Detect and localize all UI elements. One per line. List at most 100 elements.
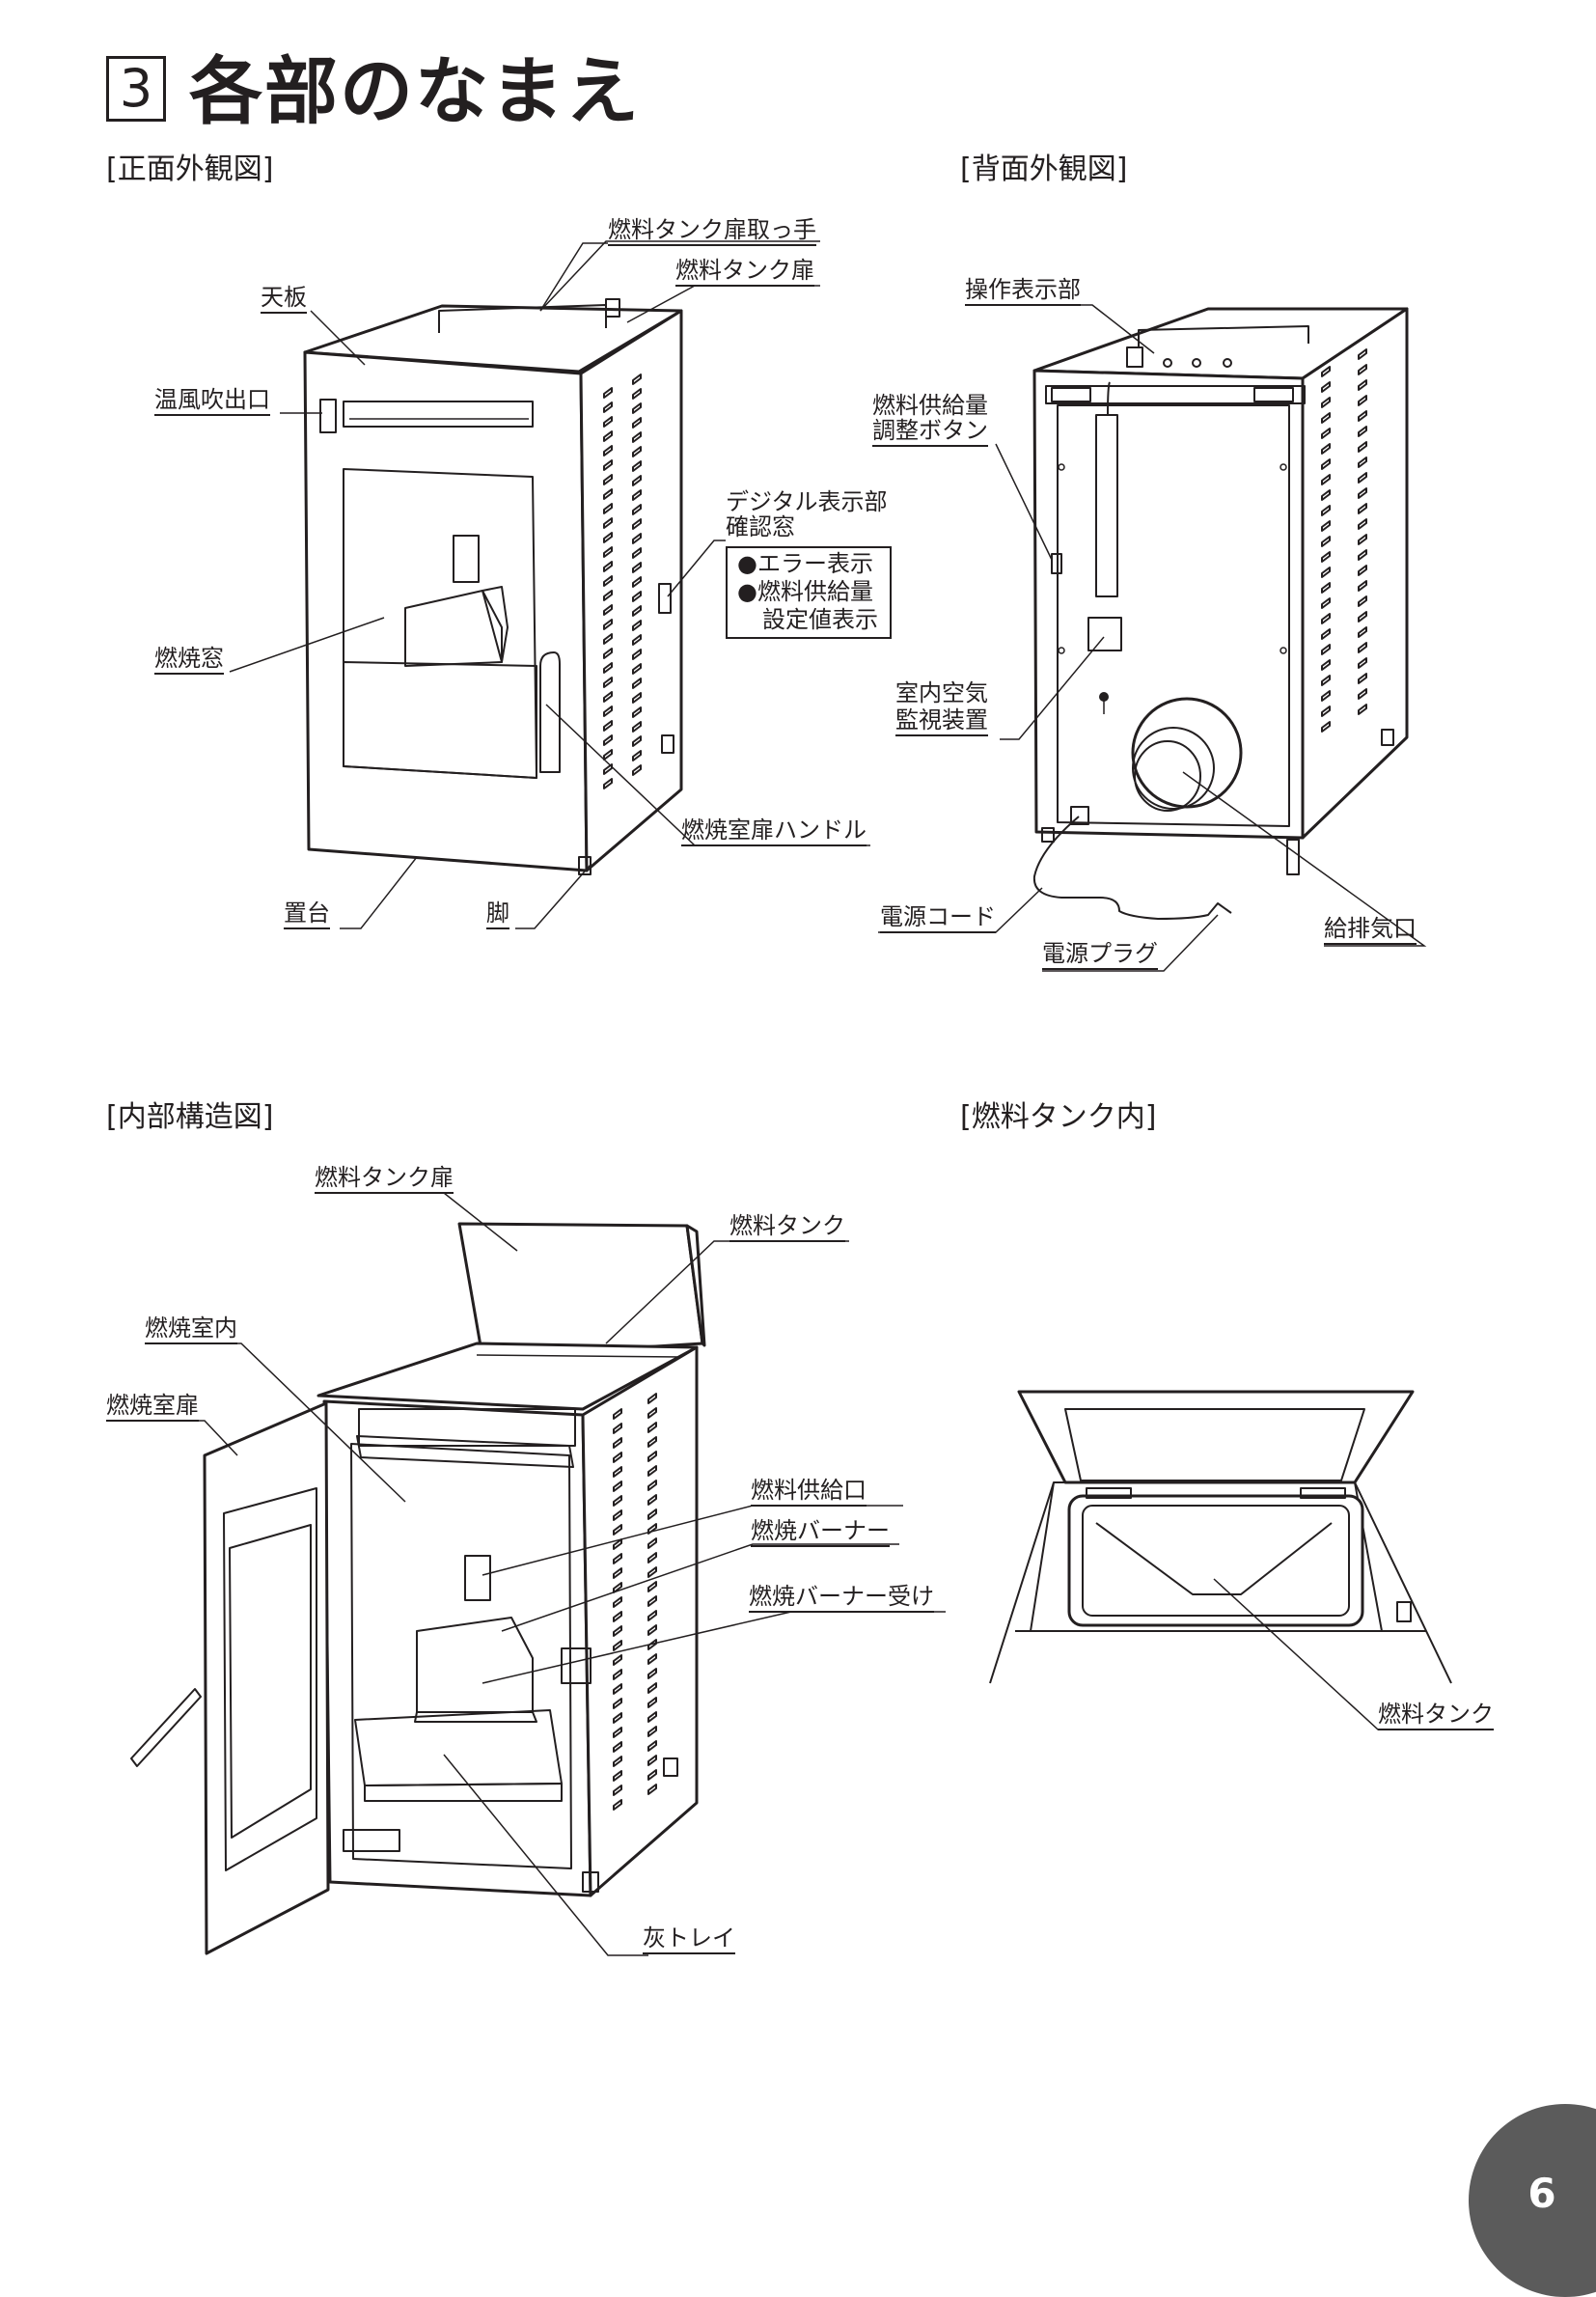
vent-slot xyxy=(647,1523,657,1535)
vent-slot xyxy=(647,1769,657,1781)
vent-slot xyxy=(632,547,642,559)
vent-slot xyxy=(647,1595,657,1607)
vent-slot xyxy=(647,1465,657,1477)
section-number-box: 3 xyxy=(106,56,166,122)
vent-slot xyxy=(603,546,613,558)
display-info-box: ●エラー表示 ●燃料供給量 設定値表示 xyxy=(726,546,892,639)
label-display-window: デジタル表示部 xyxy=(726,488,888,515)
vent-slot xyxy=(613,1770,622,1782)
vent-slot xyxy=(632,605,642,617)
vent-slot xyxy=(613,1683,622,1695)
interior-heater-illustration xyxy=(108,1192,946,1956)
vent-slot xyxy=(603,575,613,587)
vent-slot xyxy=(1358,534,1367,545)
vent-slot xyxy=(632,431,642,443)
vent-slot xyxy=(1321,644,1331,655)
vent-slot xyxy=(613,1495,622,1507)
vent-slot xyxy=(1358,441,1367,453)
vent-slot xyxy=(632,649,642,660)
vent-slot xyxy=(603,387,613,399)
vent-slot xyxy=(613,1567,622,1579)
vent-slot xyxy=(632,706,642,718)
vent-slot xyxy=(613,1437,622,1449)
vent-slot xyxy=(647,1494,657,1506)
vent-slot xyxy=(1321,443,1331,455)
vent-slot xyxy=(613,1799,622,1811)
vent-slot xyxy=(613,1481,622,1492)
vent-slot xyxy=(647,1624,657,1636)
label-power-plug: 電源プラグ xyxy=(1042,940,1158,970)
vent-slot xyxy=(1321,597,1331,609)
label-display-window-2: 確認窓 xyxy=(726,513,795,540)
vent-slot xyxy=(1358,457,1367,468)
vent-slot xyxy=(647,1422,657,1433)
label-interior-tank: 燃料タンク xyxy=(729,1212,845,1242)
vent-slot xyxy=(632,446,642,457)
vent-slot xyxy=(1321,628,1331,640)
vent-slot xyxy=(1321,536,1331,547)
vent-slot xyxy=(632,735,642,747)
vent-slot xyxy=(1358,472,1367,484)
vent-slot xyxy=(603,430,613,442)
label-control-panel: 操作表示部 xyxy=(965,276,1081,306)
vent-slot xyxy=(1358,580,1367,592)
vent-slot xyxy=(613,1611,622,1622)
back-view-title: [背面外観図] xyxy=(960,152,1128,186)
vent-slot xyxy=(1321,489,1331,501)
vent-slot xyxy=(1321,520,1331,532)
vent-slot xyxy=(1321,412,1331,424)
vent-slot xyxy=(1321,690,1331,702)
vent-slot xyxy=(603,445,613,457)
vent-slot xyxy=(613,1524,622,1536)
vent-slot xyxy=(1358,626,1367,638)
vent-slot xyxy=(613,1596,622,1608)
vent-slot xyxy=(647,1393,657,1404)
vent-slot xyxy=(632,562,642,573)
vent-slot xyxy=(1321,381,1331,393)
vent-slot xyxy=(1358,518,1367,530)
vent-slot xyxy=(632,504,642,515)
vent-slot xyxy=(1321,567,1331,578)
vent-slot xyxy=(1321,551,1331,563)
vent-slot xyxy=(1321,659,1331,671)
vent-slot xyxy=(1358,704,1367,715)
vent-slot xyxy=(613,1654,622,1666)
vent-slot xyxy=(1358,395,1367,406)
vent-slot xyxy=(1358,642,1367,653)
label-tank-door: 燃料タンク扉 xyxy=(675,257,814,287)
vent-slot xyxy=(603,619,613,630)
vent-slot xyxy=(603,677,613,688)
vent-slot xyxy=(647,1740,657,1752)
vent-slot xyxy=(632,620,642,631)
vent-slot xyxy=(1321,706,1331,717)
vent-slot xyxy=(603,633,613,645)
vent-slot xyxy=(603,503,613,514)
vent-slot xyxy=(632,576,642,588)
vent-slot xyxy=(613,1509,622,1521)
front-heater-illustration xyxy=(229,240,870,929)
vent-slot xyxy=(647,1755,657,1766)
vent-slot xyxy=(632,533,642,544)
vent-slot xyxy=(647,1639,657,1650)
vent-slot xyxy=(603,763,613,775)
vent-slot xyxy=(1358,348,1367,360)
vent-slot xyxy=(603,416,613,428)
vent-slot xyxy=(1358,379,1367,391)
vent-slot xyxy=(632,678,642,689)
vent-slot xyxy=(1358,410,1367,422)
label-burner: 燃焼バーナー xyxy=(751,1517,890,1547)
vent-slot xyxy=(613,1452,622,1463)
vent-slot xyxy=(603,488,613,500)
tank-view-title: [燃料タンク内] xyxy=(960,1100,1157,1134)
vent-slot xyxy=(1321,474,1331,485)
vent-slot xyxy=(613,1466,622,1478)
vent-slot xyxy=(647,1566,657,1578)
vent-slot xyxy=(1321,613,1331,624)
vent-slot xyxy=(613,1712,622,1724)
vent-slot xyxy=(603,778,613,789)
back-heater-illustration xyxy=(878,304,1427,972)
vent-slot xyxy=(613,1582,622,1593)
vent-slot xyxy=(613,1756,622,1767)
vent-slot xyxy=(603,474,613,485)
vent-slot xyxy=(632,634,642,646)
